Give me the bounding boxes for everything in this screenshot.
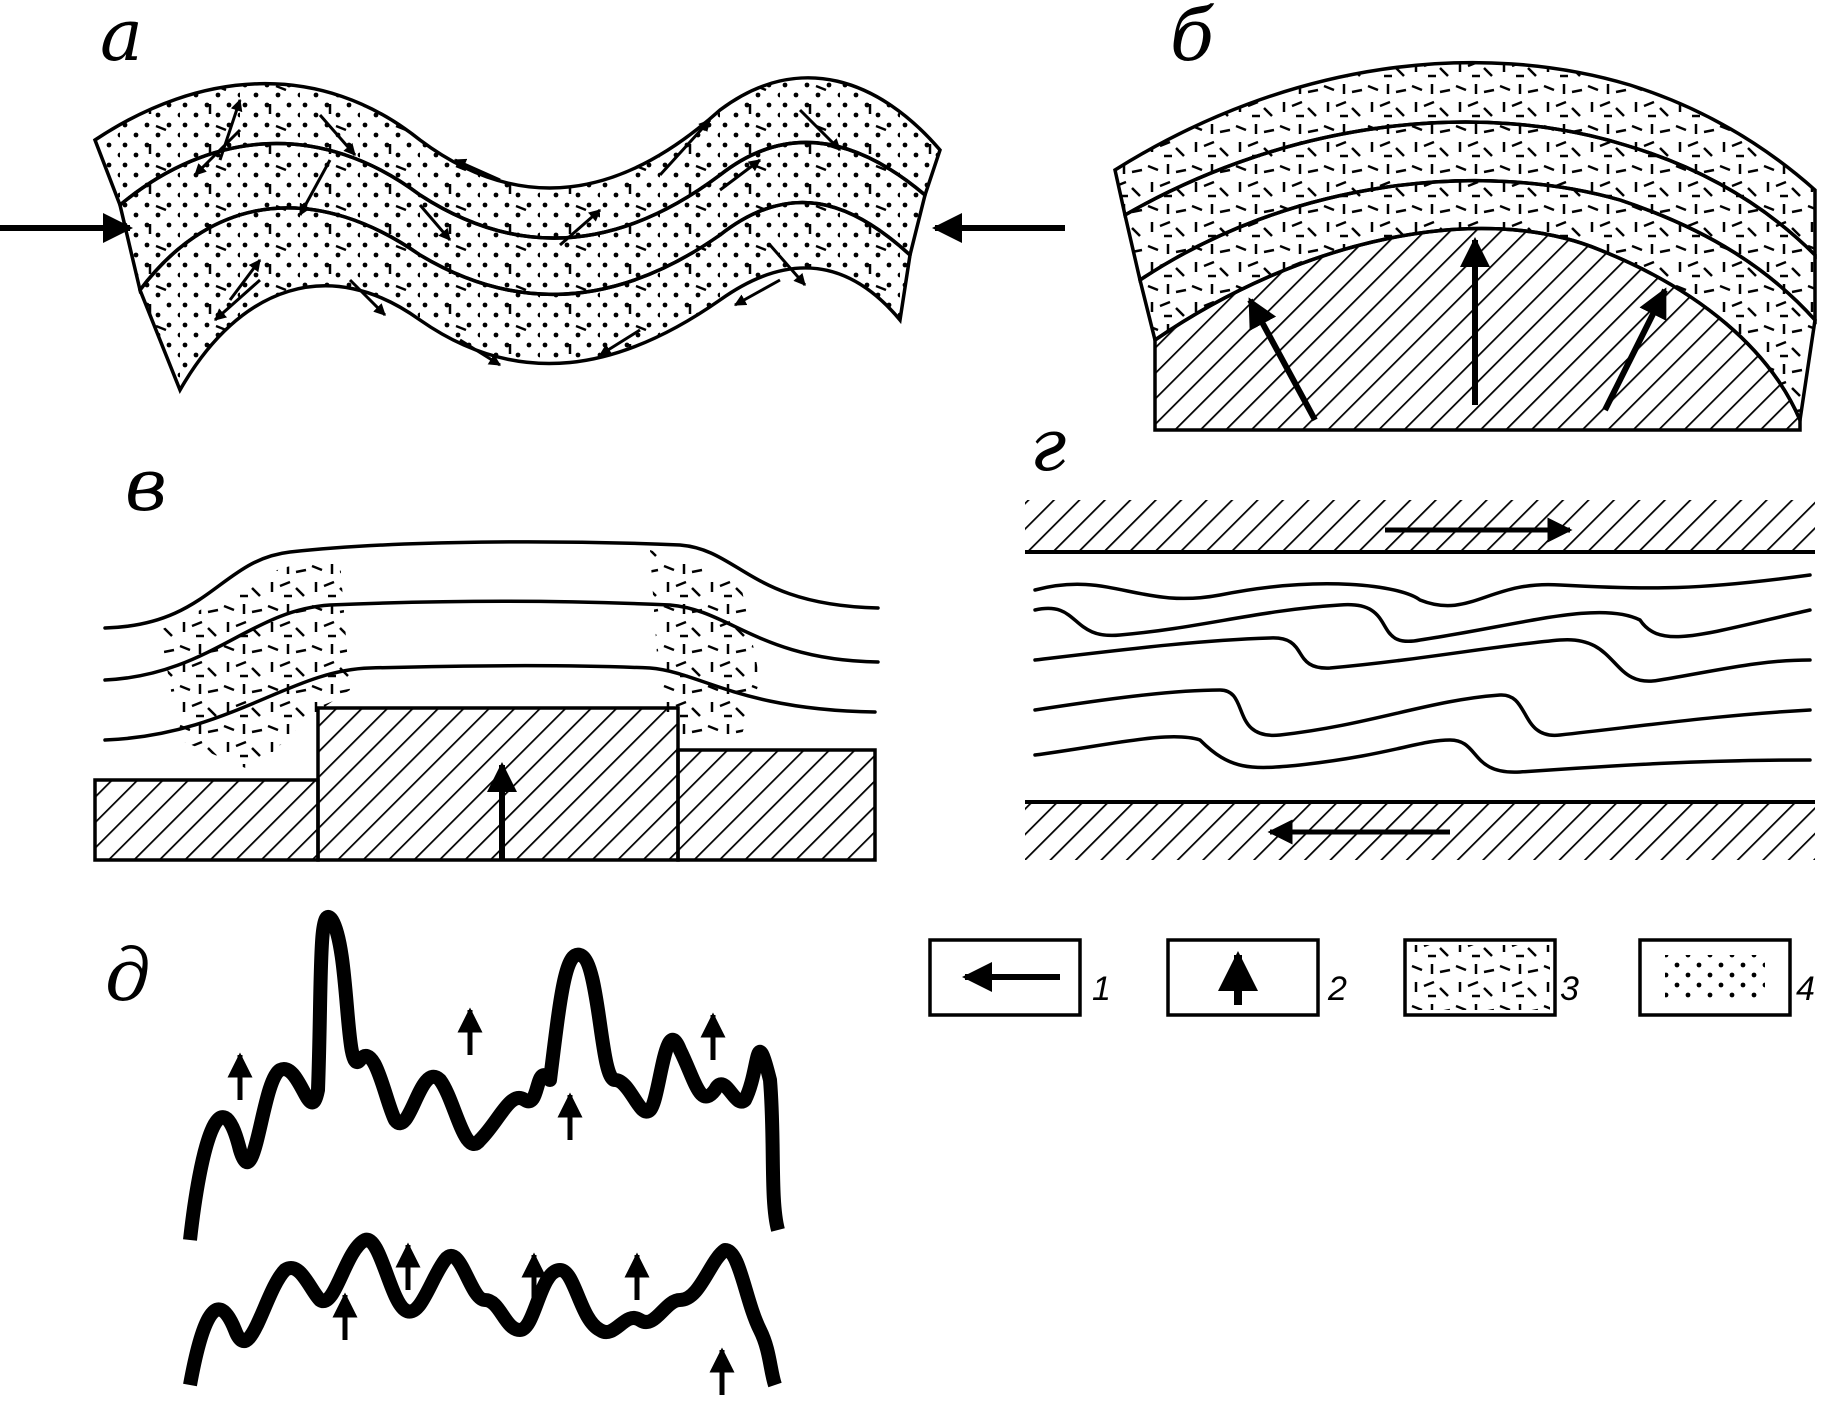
dot-pattern-icon xyxy=(1665,955,1765,1000)
panel-g: г xyxy=(1025,403,1815,860)
panel-v-label: в xyxy=(125,443,167,527)
panel-d-label: д xyxy=(105,933,151,1017)
panel-d-contorted-layers xyxy=(183,910,785,1388)
dash-pattern-icon xyxy=(1410,945,1550,1010)
legend-number-4: 4 xyxy=(1796,970,1815,1008)
panel-a: а xyxy=(0,0,1065,395)
legend-number-3: 3 xyxy=(1560,970,1579,1008)
legend-item-2: 2 xyxy=(1166,938,1347,1017)
panel-d-uplift-arrows xyxy=(227,1007,735,1395)
panel-b-layer-upper xyxy=(1113,60,1817,260)
legend-item-1: 1 xyxy=(928,938,1111,1017)
panel-g-label: г xyxy=(1030,403,1066,487)
panel-g-folded-layers xyxy=(1033,573,1812,774)
panel-v-flexure-left xyxy=(160,560,350,770)
legend-item-4: 4 xyxy=(1638,938,1815,1017)
panel-v-basement-right xyxy=(676,748,877,862)
legend: 1 2 3 4 xyxy=(928,938,1815,1017)
panel-a-layer-bottom xyxy=(138,200,912,395)
legend-item-3: 3 xyxy=(1403,938,1579,1017)
panel-b-uplift-arrows xyxy=(1247,237,1668,422)
panel-b-label: б xyxy=(1170,0,1215,77)
panel-a-label: а xyxy=(100,0,143,77)
panel-d: д xyxy=(105,910,785,1395)
panel-g-upper-block xyxy=(1025,500,1815,552)
legend-number-1: 1 xyxy=(1092,970,1111,1008)
panel-a-layers xyxy=(92,76,942,395)
panel-v: в xyxy=(93,443,880,862)
panel-a-flow-arrows xyxy=(193,98,842,367)
panel-v-layers xyxy=(103,540,880,742)
panel-v-basement-left xyxy=(93,778,320,862)
panel-v-flexure-right xyxy=(650,550,760,740)
panel-b: б xyxy=(1113,0,1817,432)
legend-number-2: 2 xyxy=(1327,970,1347,1008)
panel-v-basement-block xyxy=(316,706,680,862)
